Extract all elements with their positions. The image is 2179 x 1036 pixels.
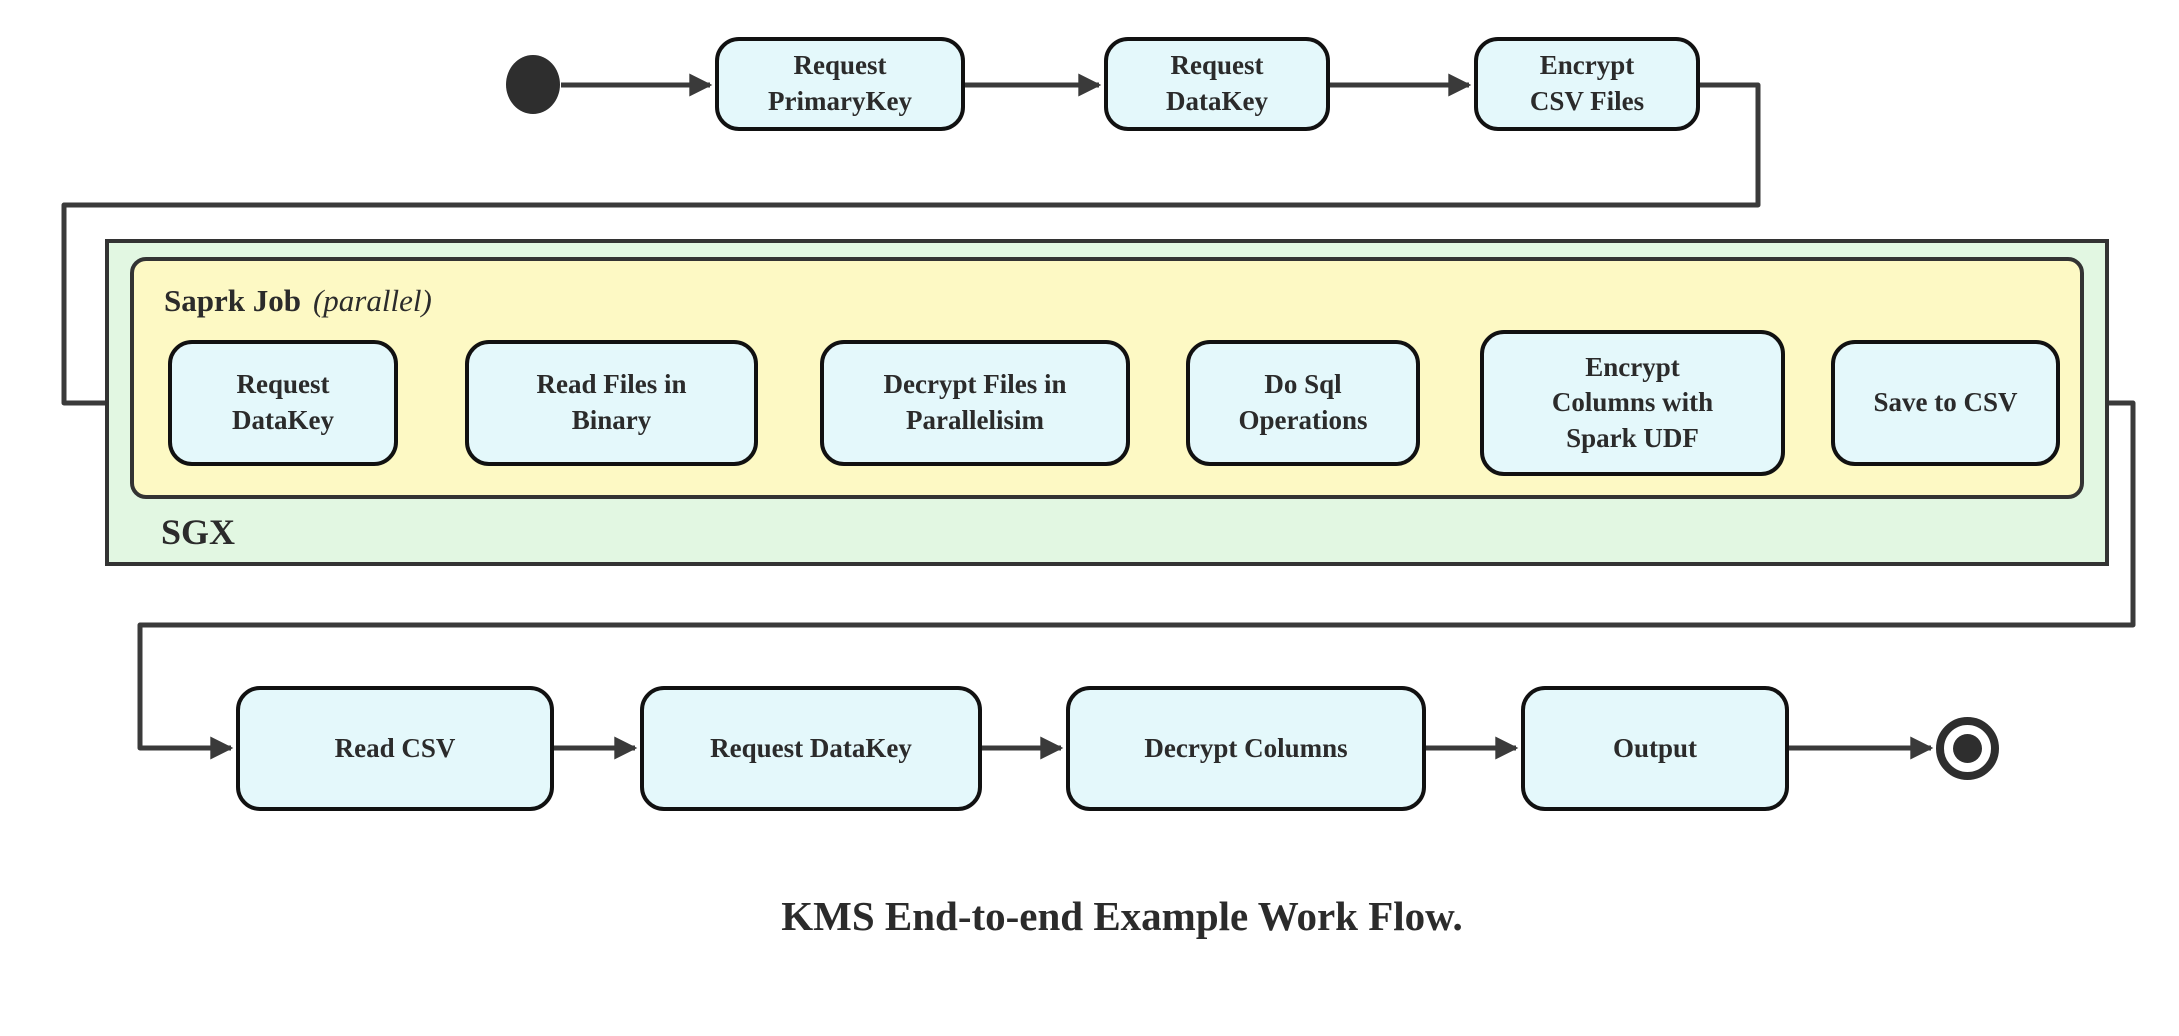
initial-state-node (506, 55, 560, 114)
sgx-label: SGX (161, 512, 236, 552)
state-read-files-in-binary: Read Files in Binary (465, 340, 758, 466)
state-label: Save to CSV (1873, 387, 2018, 418)
state-decrypt-columns: Decrypt Columns (1066, 686, 1426, 811)
state-label: Read CSV (334, 732, 456, 763)
diagram-caption: KMS End-to-end Example Work Flow. (781, 893, 1463, 939)
state-label: Encrypt CSV Files (1529, 50, 1645, 116)
state-label: Encrypt Columns with Spark UDF (1551, 351, 1714, 453)
state-label: Output (1612, 732, 1698, 763)
state-encrypt-csv-files: Encrypt CSV Files (1474, 37, 1700, 131)
spark-job-label-parallel: (parallel) (312, 283, 432, 318)
state-request-primarykey: Request PrimaryKey (715, 37, 965, 131)
state-label: Request DataKey (1166, 50, 1268, 116)
state-request-datakey-bottom: Request DataKey (640, 686, 982, 811)
state-encrypt-columns-with-spark-udf: Encrypt Columns with Spark UDF (1480, 330, 1785, 476)
state-label: Do Sql Operations (1238, 369, 1368, 435)
final-state-node (1936, 717, 1999, 780)
state-request-datakey-top: Request DataKey (1104, 37, 1330, 131)
state-label: Request PrimaryKey (768, 50, 912, 116)
spark-job-label-name: Saprk Job (164, 283, 301, 318)
state-label: Request DataKey (710, 732, 912, 763)
state-request-datakey-sgx: Request DataKey (168, 340, 398, 466)
state-label: Decrypt Files in Parallelisim (883, 369, 1067, 435)
final-state-dot (1953, 734, 1982, 763)
state-output: Output (1521, 686, 1789, 811)
spark-job-label: Saprk Job (parallel) (164, 283, 432, 319)
state-label: Decrypt Columns (1144, 732, 1348, 763)
state-read-csv: Read CSV (236, 686, 554, 811)
state-do-sql-operations: Do Sql Operations (1186, 340, 1420, 466)
state-decrypt-files-in-parallelisim: Decrypt Files in Parallelisim (820, 340, 1130, 466)
state-label: Request DataKey (232, 369, 334, 435)
state-save-to-csv: Save to CSV (1831, 340, 2060, 466)
state-label: Read Files in Binary (536, 369, 687, 435)
